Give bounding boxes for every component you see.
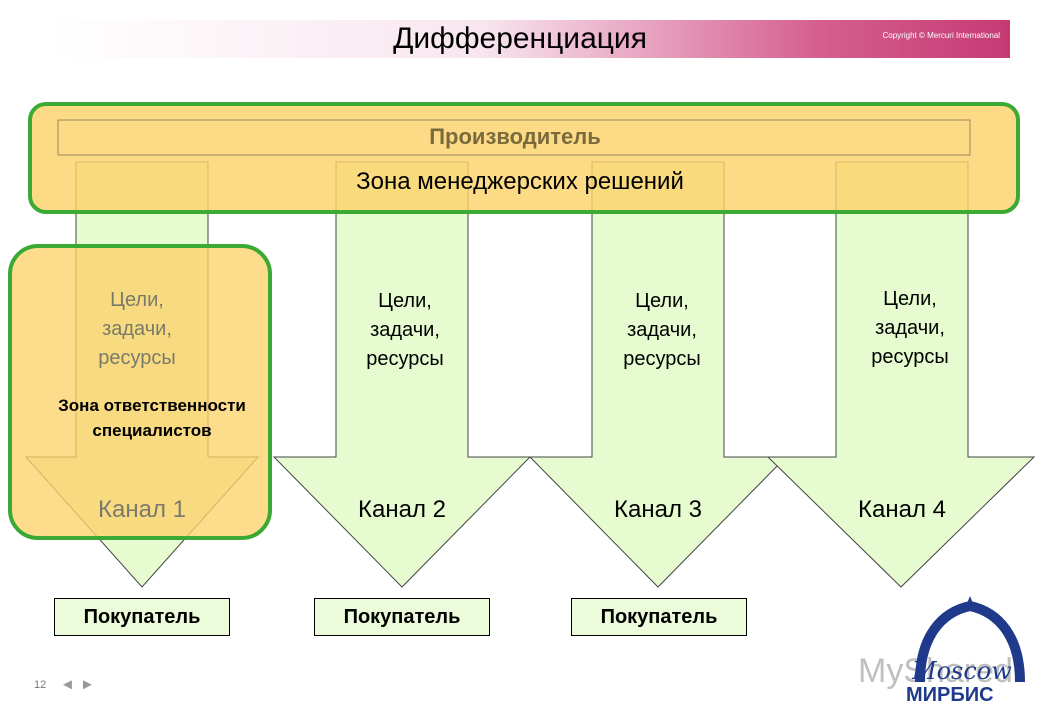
producer-bar — [57, 119, 971, 156]
management-zone-label: Зона менеджерских решений — [356, 168, 684, 195]
mirbis-dome-icon — [915, 596, 1025, 683]
specialist-zone — [8, 244, 272, 540]
goals-line: ресурсы — [871, 346, 949, 368]
goals-line: Цели, — [883, 288, 937, 310]
channel-2-label: Канал 2 — [358, 496, 446, 523]
slide-title: Дифференциация — [393, 22, 647, 55]
buyer-box-2: Покупатель — [314, 598, 490, 636]
channel-2-goals: Цели, задачи, ресурсы — [320, 287, 490, 374]
channel-1-goals: Цели, задачи, ресурсы — [52, 286, 222, 373]
goals-line: Цели, — [635, 290, 689, 312]
title-bar — [48, 20, 1010, 58]
goals-line: ресурсы — [366, 348, 444, 370]
logo-script-text: Moscow — [912, 657, 1012, 685]
page-number: 12 — [34, 679, 47, 691]
prev-slide-icon[interactable]: ◄ — [60, 676, 75, 693]
channel-3-label: Канал 3 — [614, 496, 702, 523]
mirbis-logo-text: МИРБИС — [906, 684, 994, 706]
channel-4-goals: Цели, задачи, ресурсы — [825, 285, 995, 372]
goals-line: задачи, — [627, 319, 697, 341]
watermark-text: MyShared — [858, 652, 1013, 690]
channel-3-goals: Цели, задачи, ресурсы — [577, 287, 747, 374]
channel-1-label: Канал 1 — [98, 496, 186, 523]
producer-label: Производитель — [429, 124, 601, 149]
producer-zone — [28, 102, 1020, 214]
specialist-zone-label: Зона ответственности специалистов — [58, 396, 246, 440]
buyer-box-3: Покупатель — [571, 598, 747, 636]
goals-line: задачи, — [102, 318, 172, 340]
goals-line: Цели, — [110, 289, 164, 311]
next-slide-icon[interactable]: ► — [80, 676, 95, 693]
goals-line: задачи, — [370, 319, 440, 341]
goals-line: ресурсы — [623, 348, 701, 370]
goals-line: Цели, — [378, 290, 432, 312]
channel-4-label: Канал 4 — [858, 496, 946, 523]
goals-line: задачи, — [875, 317, 945, 339]
buyer-box-1: Покупатель — [54, 598, 230, 636]
copyright-note: Copyright © Mercuri International — [882, 31, 1001, 40]
goals-line: ресурсы — [98, 347, 176, 369]
